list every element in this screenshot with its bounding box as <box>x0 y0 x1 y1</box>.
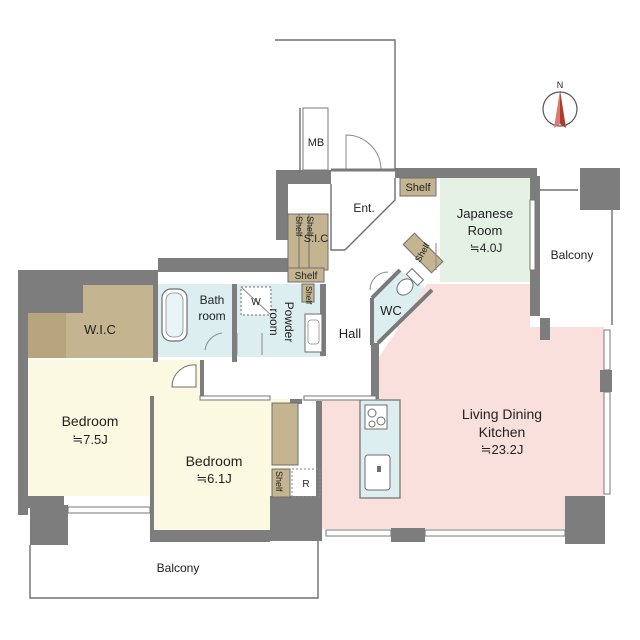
stove-icon <box>364 404 388 430</box>
wc-floor <box>372 270 430 343</box>
bedroom-1-door <box>171 364 197 388</box>
bedroom-2-floor <box>152 399 290 530</box>
walls <box>18 168 620 545</box>
entrance-shelf-label: Shelf <box>405 182 431 194</box>
powder-door <box>236 333 263 355</box>
mb-label: MB <box>308 137 325 149</box>
powder-room-label-2: room <box>267 308 281 335</box>
bedroom-1-area: ≒7.5J <box>72 432 107 447</box>
japanese-room-floor <box>440 176 530 282</box>
bedroom-2-closet <box>271 402 299 466</box>
powder-shelf <box>301 283 315 303</box>
entrance-shelf <box>399 177 437 197</box>
refrigerator-spot <box>291 468 321 498</box>
bedroom-1-floor <box>27 360 200 507</box>
wc-shelf <box>402 232 444 274</box>
wic-label: W.I.C <box>84 322 116 337</box>
sic-label: S.I.C <box>304 233 329 245</box>
bedroom-2-shelf-label: Shelf <box>274 471 284 492</box>
south-balcony <box>29 541 319 599</box>
compass-icon: N <box>542 80 578 128</box>
entrance-label: Ent. <box>353 201 374 215</box>
sic-shelf-1-label: Shelf <box>294 216 304 237</box>
compass-north-label: N <box>557 80 564 90</box>
bedroom-1-label: Bedroom <box>62 413 119 429</box>
sic-shelf-2-label: Shelf <box>305 216 315 237</box>
balcony-east-label: Balcony <box>551 248 594 262</box>
kitchen-sink-icon <box>364 454 391 491</box>
washer-label: W <box>251 297 261 308</box>
bedroom-2-label: Bedroom <box>186 453 243 469</box>
powder-shelf-label: Shelf <box>304 286 313 305</box>
refrigerator-label: R <box>302 479 309 490</box>
japanese-room-area: ≒4.0J <box>470 241 503 255</box>
bathroom-label-2: room <box>198 309 225 323</box>
toilet-icon <box>396 278 414 296</box>
wic-inner <box>28 312 66 358</box>
ldk-floor <box>302 284 604 529</box>
wc-label: WC <box>380 303 402 318</box>
bedroom-2-area: ≒6.1J <box>196 471 231 486</box>
hall-label: Hall <box>339 326 362 341</box>
powder-room-label-1: Powder <box>282 302 296 343</box>
windows <box>67 199 611 537</box>
ldk-label-1: Living Dining <box>462 406 542 422</box>
ldk-label-2: Kitchen <box>479 424 526 440</box>
bathroom-label-1: Bath <box>200 293 225 307</box>
sic-shelf-3-label: Shelf <box>295 271 318 282</box>
ldk-area: ≒23.2J <box>481 442 524 457</box>
balcony-south-label: Balcony <box>157 561 200 575</box>
entrance-door <box>345 134 382 171</box>
japanese-room-label-2: Room <box>468 223 503 238</box>
japanese-room-label-1: Japanese <box>457 206 513 221</box>
mb-closet <box>302 107 329 171</box>
